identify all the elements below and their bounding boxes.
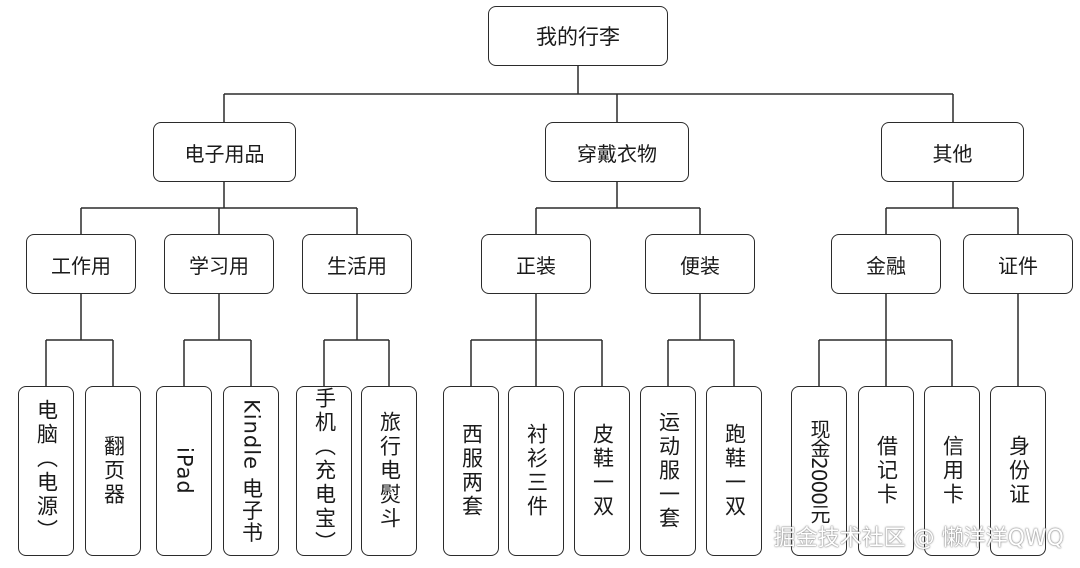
leaf-label: Kindle 电子书 — [239, 398, 264, 544]
leaf-label: 手机（充电宝） — [312, 387, 337, 555]
subcategory-node-casual: 便装 — [645, 234, 755, 294]
subcategory-label: 便装 — [680, 253, 720, 278]
subcategory-label: 金融 — [866, 253, 906, 278]
leaf-label: 电脑（电源） — [34, 399, 59, 543]
leaf-label: 借记卡 — [874, 435, 899, 507]
leaf-label: 西服两套 — [459, 423, 484, 519]
leaf-node-kindle: Kindle 电子书 — [223, 386, 279, 556]
leaf-label: 运动服一套 — [656, 411, 681, 531]
leaf-label: 皮鞋一双 — [590, 423, 615, 519]
leaf-node-phone: 手机（充电宝） — [296, 386, 352, 556]
leaf-node-travel-iron: 旅行电熨斗 — [361, 386, 417, 556]
leaf-node-running-shoes: 跑鞋一双 — [706, 386, 762, 556]
leaf-label: iPad — [172, 447, 197, 495]
leaf-label: 翻页器 — [101, 435, 126, 507]
subcategory-node-study: 学习用 — [164, 234, 274, 294]
leaf-node-id-card: 身份证 — [990, 386, 1046, 556]
category-label: 其他 — [932, 141, 973, 166]
root-node: 我的行李 — [488, 6, 668, 66]
leaf-label: 信用卡 — [940, 435, 965, 507]
subcategory-node-documents: 证件 — [963, 234, 1073, 294]
leaf-node-presenter: 翻页器 — [85, 386, 141, 556]
category-node-electronics: 电子用品 — [153, 122, 296, 182]
leaf-node-leather-shoes: 皮鞋一双 — [574, 386, 630, 556]
category-node-other: 其他 — [881, 122, 1024, 182]
leaf-node-debit-card: 借记卡 — [858, 386, 914, 556]
root-label: 我的行李 — [536, 25, 620, 49]
leaf-label: 旅行电熨斗 — [377, 411, 402, 531]
leaf-label: 衬衫三件 — [524, 423, 549, 519]
leaf-node-ipad: iPad — [156, 386, 212, 556]
leaf-node-suits: 西服两套 — [443, 386, 499, 556]
leaf-node-shirts: 衬衫三件 — [508, 386, 564, 556]
subcategory-node-finance: 金融 — [831, 234, 941, 294]
subcategory-node-life: 生活用 — [302, 234, 412, 294]
category-node-clothing: 穿戴衣物 — [545, 122, 689, 182]
category-label: 电子用品 — [184, 141, 265, 166]
subcategory-label: 正装 — [516, 253, 556, 278]
subcategory-node-work: 工作用 — [26, 234, 136, 294]
category-label: 穿戴衣物 — [577, 141, 657, 166]
subcategory-label: 生活用 — [327, 253, 387, 278]
leaf-label: 现金2000元 — [807, 419, 831, 523]
leaf-label: 身份证 — [1006, 435, 1031, 507]
leaf-label: 跑鞋一双 — [722, 423, 747, 519]
leaf-node-cash: 现金2000元 — [791, 386, 847, 556]
watermark-text: 掘金技术社区 @ 懒洋洋QWQ — [773, 526, 1064, 551]
leaf-node-laptop: 电脑（电源） — [18, 386, 74, 556]
subcategory-label: 工作用 — [51, 253, 111, 278]
subcategory-label: 学习用 — [189, 253, 249, 278]
leaf-node-credit-card: 信用卡 — [924, 386, 980, 556]
subcategory-label: 证件 — [998, 253, 1038, 278]
subcategory-node-formal: 正装 — [481, 234, 591, 294]
leaf-node-sportswear: 运动服一套 — [640, 386, 696, 556]
